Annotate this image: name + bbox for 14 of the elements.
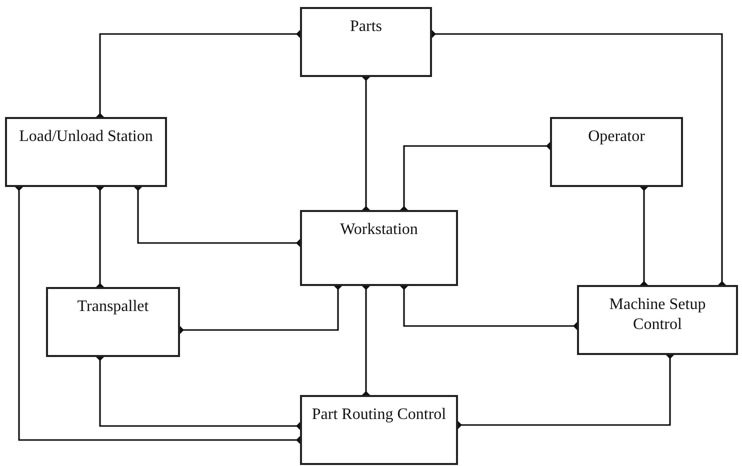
box-label: Load/Unload Station — [19, 127, 153, 147]
process-box — [550, 117, 683, 187]
box-label: Workstation — [340, 220, 418, 240]
box-label: Transpallet — [77, 297, 149, 317]
box-label: Operator — [588, 127, 645, 147]
box-label: Parts — [350, 17, 382, 37]
box-label: Machine Setup Control — [608, 295, 707, 335]
process-box — [300, 210, 458, 286]
process-box — [300, 395, 458, 465]
process-box — [577, 285, 738, 355]
box-label: Part Routing Control — [312, 405, 446, 425]
process-box — [5, 117, 167, 187]
process-box — [46, 287, 180, 357]
process-box — [300, 7, 432, 77]
